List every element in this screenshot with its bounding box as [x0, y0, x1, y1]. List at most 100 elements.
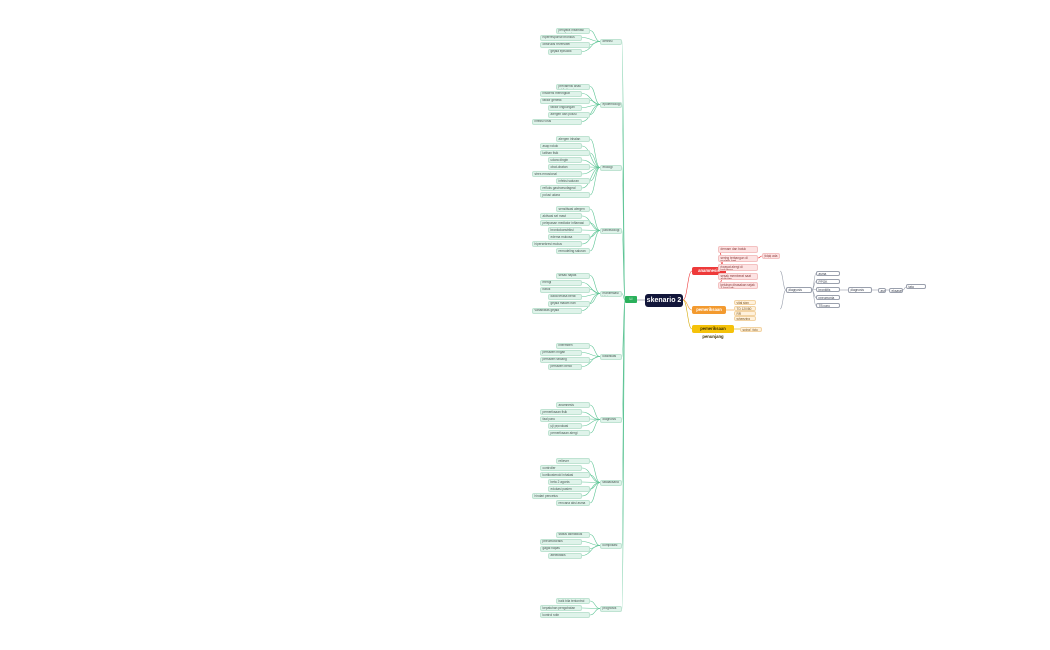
topic-item[interactable]: variabilitas gejala — [532, 307, 582, 314]
topic-item[interactable]: infeksi virus — [532, 118, 582, 125]
topic-node[interactable]: diagnosis — [600, 416, 622, 423]
topic-item[interactable]: gagal napas — [540, 545, 590, 552]
topic-node[interactable]: klasifikasi — [600, 353, 622, 360]
topic-item[interactable]: hipersekresi mukus — [532, 241, 582, 247]
topic-item[interactable]: baik bila terkontrol — [556, 598, 590, 604]
topic-item[interactable]: asap rokok — [540, 143, 582, 149]
topic-item[interactable]: persisten sedang — [540, 356, 590, 363]
topic-item[interactable]: prevalensi anak lebih tinggi — [556, 83, 590, 90]
topic-item[interactable]: hiperresponsif bronkus — [540, 34, 582, 41]
connector — [581, 607, 601, 609]
topic-item[interactable]: pemeriksaan fisik — [540, 409, 582, 415]
topic-item[interactable]: kortikosteroid inhalasi — [540, 472, 590, 478]
topic-item[interactable]: gejala malam hari — [548, 300, 590, 307]
topic-item[interactable]: faktor genetik — [540, 97, 590, 104]
topic-item[interactable]: pneumotoraks — [540, 538, 582, 545]
topic-item[interactable]: penyakit inflamasi kronik saluran napas — [556, 27, 590, 34]
diagnosis-item[interactable]: PPOK — [816, 279, 840, 284]
branch-anamnesis[interactable]: anamnesis — [692, 267, 726, 275]
topic-item[interactable]: udara dingin — [548, 157, 582, 163]
topic-item[interactable]: gejala episodik — [548, 48, 582, 55]
topic-item[interactable]: polusi udara — [540, 192, 590, 198]
topic-item[interactable]: infeksi saluran napas — [556, 178, 590, 184]
topic-item[interactable]: kepatuhan pengobatan — [540, 605, 582, 611]
topic-item[interactable]: rencana aksi asma — [556, 500, 590, 506]
topic-item[interactable]: anamnesis — [556, 402, 590, 408]
connector — [757, 255, 763, 259]
topic-item[interactable]: mengi — [540, 279, 582, 286]
branch-physical[interactable]: pemeriksaan fisik — [692, 306, 726, 320]
topic-item[interactable]: edema mukosa — [548, 234, 590, 240]
diagnosis-item[interactable]: asma bronkial — [816, 271, 840, 276]
topic-item[interactable]: latihan fisik — [540, 150, 590, 156]
topic-item[interactable]: reliever — [556, 458, 590, 464]
topic-item[interactable]: beta 2 agonis — [548, 479, 582, 485]
anamnesis-subitem[interactable]: tidak ada keluhan — [762, 253, 780, 259]
topic-item[interactable]: persisten ringan — [540, 349, 582, 356]
topic-item[interactable]: sesak napas — [556, 272, 590, 279]
topic-node[interactable]: etiologi — [600, 164, 622, 171]
topic-node[interactable]: komplikasi — [600, 542, 622, 549]
branch-support[interactable]: pemeriksaan penunjang — [692, 325, 734, 339]
topic-item[interactable]: persisten berat — [548, 363, 582, 370]
topic-item[interactable]: dada terasa berat — [548, 293, 582, 300]
chain-node[interactable]: diagnosis kerja — [848, 287, 872, 293]
topic-node[interactable]: manifestasi klinis — [600, 290, 622, 297]
root-node[interactable]: skenario 2 — [645, 294, 683, 307]
physical-item[interactable]: TD 120/80 — [734, 306, 756, 311]
anamnesis-item[interactable]: sesak memberat saat aktivitas — [718, 273, 758, 280]
topic-node[interactable]: epidemiologi — [600, 101, 622, 108]
topic-item[interactable]: kontrol rutin — [540, 612, 590, 618]
topic-item[interactable]: atelektasis — [548, 552, 582, 559]
topic-node[interactable]: definisi — [600, 38, 622, 45]
topic-item[interactable]: insidens meningkat — [540, 90, 582, 97]
topic-item[interactable]: hindari pencetus — [532, 493, 582, 499]
connector — [581, 482, 601, 497]
anamnesis-item[interactable]: riwayat alergi di keluarga — [718, 264, 758, 271]
topic-node[interactable]: patofisiologi — [600, 227, 622, 234]
diagnosis-center-node[interactable]: diagnosis banding — [786, 287, 812, 293]
topic-node[interactable]: tatalaksana — [600, 479, 622, 486]
topic-item[interactable]: edukasi pasien — [548, 486, 590, 492]
physical-item[interactable]: vital sign — [734, 300, 756, 305]
diagnosis-item[interactable]: bronkitis — [816, 287, 840, 292]
topic-item[interactable]: bronkokonstriksi — [548, 227, 582, 233]
physical-item[interactable]: RR 28x/menit — [734, 311, 756, 316]
topic-item[interactable]: obat-obatan — [548, 164, 590, 170]
topic-item[interactable]: stres emosional — [532, 171, 582, 177]
topic-item[interactable]: pelepasan mediator inflamasi — [540, 220, 590, 226]
topic-item[interactable]: faal paru — [540, 416, 590, 422]
chain-node[interactable]: eksaserbasi akut — [889, 288, 903, 293]
support-item[interactable]: foto thorax — [750, 327, 762, 332]
topic-item[interactable]: alergen dan polusi — [548, 111, 590, 118]
topic-node[interactable]: prognosis — [600, 605, 622, 612]
topic-item[interactable]: batuk — [540, 286, 590, 293]
connector — [581, 541, 601, 546]
physical-item[interactable]: wheezing — [734, 316, 756, 321]
anamnesis-item[interactable]: sering terbangun di malam hari — [718, 255, 758, 262]
anamnesis-item[interactable]: demam dan batuk — [718, 246, 758, 253]
connector — [682, 270, 693, 301]
topic-item[interactable]: controller — [540, 465, 582, 471]
diagnosis-item[interactable]: TB paru — [816, 303, 840, 308]
topic-item[interactable]: remodeling saluran napas — [556, 248, 590, 254]
connector — [682, 299, 693, 311]
topic-item[interactable]: refluks gastroesofageal — [540, 185, 582, 191]
hub-node[interactable]: LI — [625, 296, 637, 303]
connector — [589, 230, 601, 252]
topic-item[interactable]: status asmatikus — [556, 531, 590, 538]
anamnesis-item[interactable]: keluhan dirasakan sejak 3 hari lalu — [718, 282, 758, 289]
topic-item[interactable]: alergen inhalan — [556, 136, 590, 142]
topic-item[interactable]: sensitisasi alergen — [556, 206, 590, 212]
diagnosis-item[interactable]: pneumonia — [816, 295, 840, 300]
topic-item[interactable]: uji provokasi bronkus — [548, 423, 582, 429]
chain-node[interactable]: asma — [878, 288, 886, 293]
connector — [589, 208, 601, 231]
topic-item[interactable]: obstruksi reversibel — [540, 41, 590, 48]
chain-node[interactable]: tata laksana awal — [906, 284, 926, 289]
topic-item[interactable]: faktor lingkungan — [548, 104, 582, 111]
topic-item[interactable]: aktivasi sel mast — [540, 213, 582, 219]
topic-item[interactable]: intermiten — [556, 342, 590, 349]
topic-item[interactable]: pemeriksaan alergi — [548, 430, 590, 436]
